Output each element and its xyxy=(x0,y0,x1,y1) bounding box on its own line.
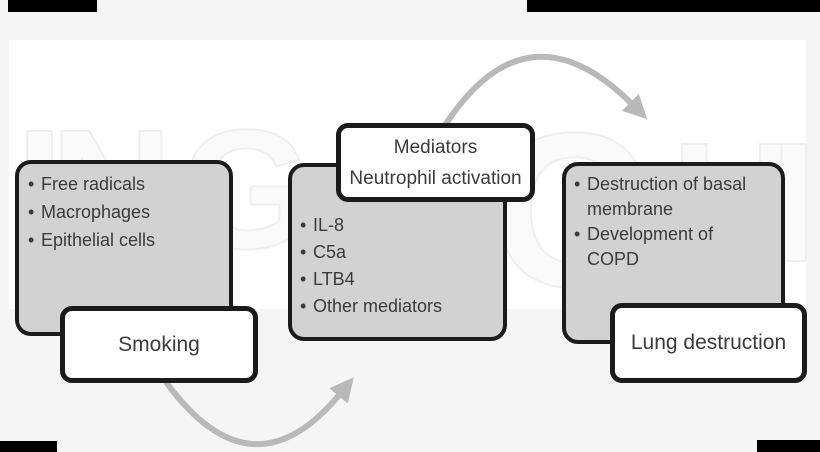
list-item-text: Free radicals xyxy=(41,174,146,194)
mediators-label-box: Mediators Neutrophil activation xyxy=(336,123,535,202)
list-item-text: Epithelial cells xyxy=(41,230,156,250)
bullet-icon: • xyxy=(300,296,307,316)
list-item: • C5a xyxy=(300,239,499,266)
list-item-text: Macrophages xyxy=(41,202,151,222)
list-item-text: Other mediators xyxy=(313,296,443,316)
list-item: • Development of COPD xyxy=(574,222,767,272)
bullet-icon: • xyxy=(574,174,581,194)
edge-artifact-bar xyxy=(757,440,820,452)
list-item: • Other mediators xyxy=(300,293,499,320)
list-item: • Free radicals xyxy=(28,170,225,198)
smoking-label-box: Smoking xyxy=(60,306,258,383)
edge-artifact-bar xyxy=(527,0,820,12)
smoking-label: Smoking xyxy=(118,332,200,356)
list-item-text: Development of COPD xyxy=(587,224,714,269)
mediators-label-subtitle: Neutrophil activation xyxy=(349,167,522,189)
bullet-icon: • xyxy=(574,224,581,244)
list-item: • Macrophages xyxy=(28,198,225,226)
arrow-smoking-to-mediators-icon xyxy=(163,377,354,447)
list-item-text: IL-8 xyxy=(313,215,345,235)
list-item-text: C5a xyxy=(313,242,347,262)
list-item-text: LTB4 xyxy=(313,269,355,289)
lung-destruction-label-box: Lung destruction xyxy=(610,303,807,383)
bullet-icon: • xyxy=(300,269,307,289)
mediators-label-title: Mediators xyxy=(393,136,478,158)
edge-artifact-bar xyxy=(0,441,57,452)
list-item: • LTB4 xyxy=(300,266,499,293)
bullet-icon: • xyxy=(300,215,307,235)
lung-destruction-label: Lung destruction xyxy=(630,331,787,354)
list-item: • Epithelial cells xyxy=(28,226,225,254)
bullet-icon: • xyxy=(300,242,307,262)
list-item-text: Destruction of basal membrane xyxy=(587,174,747,219)
edge-artifact-bar xyxy=(8,0,97,12)
list-item: • IL-8 xyxy=(300,212,499,239)
bullet-icon: • xyxy=(28,174,35,194)
list-item: • Destruction of basal membrane xyxy=(574,172,767,222)
bullet-icon: • xyxy=(28,230,35,250)
bullet-icon: • xyxy=(28,202,35,222)
